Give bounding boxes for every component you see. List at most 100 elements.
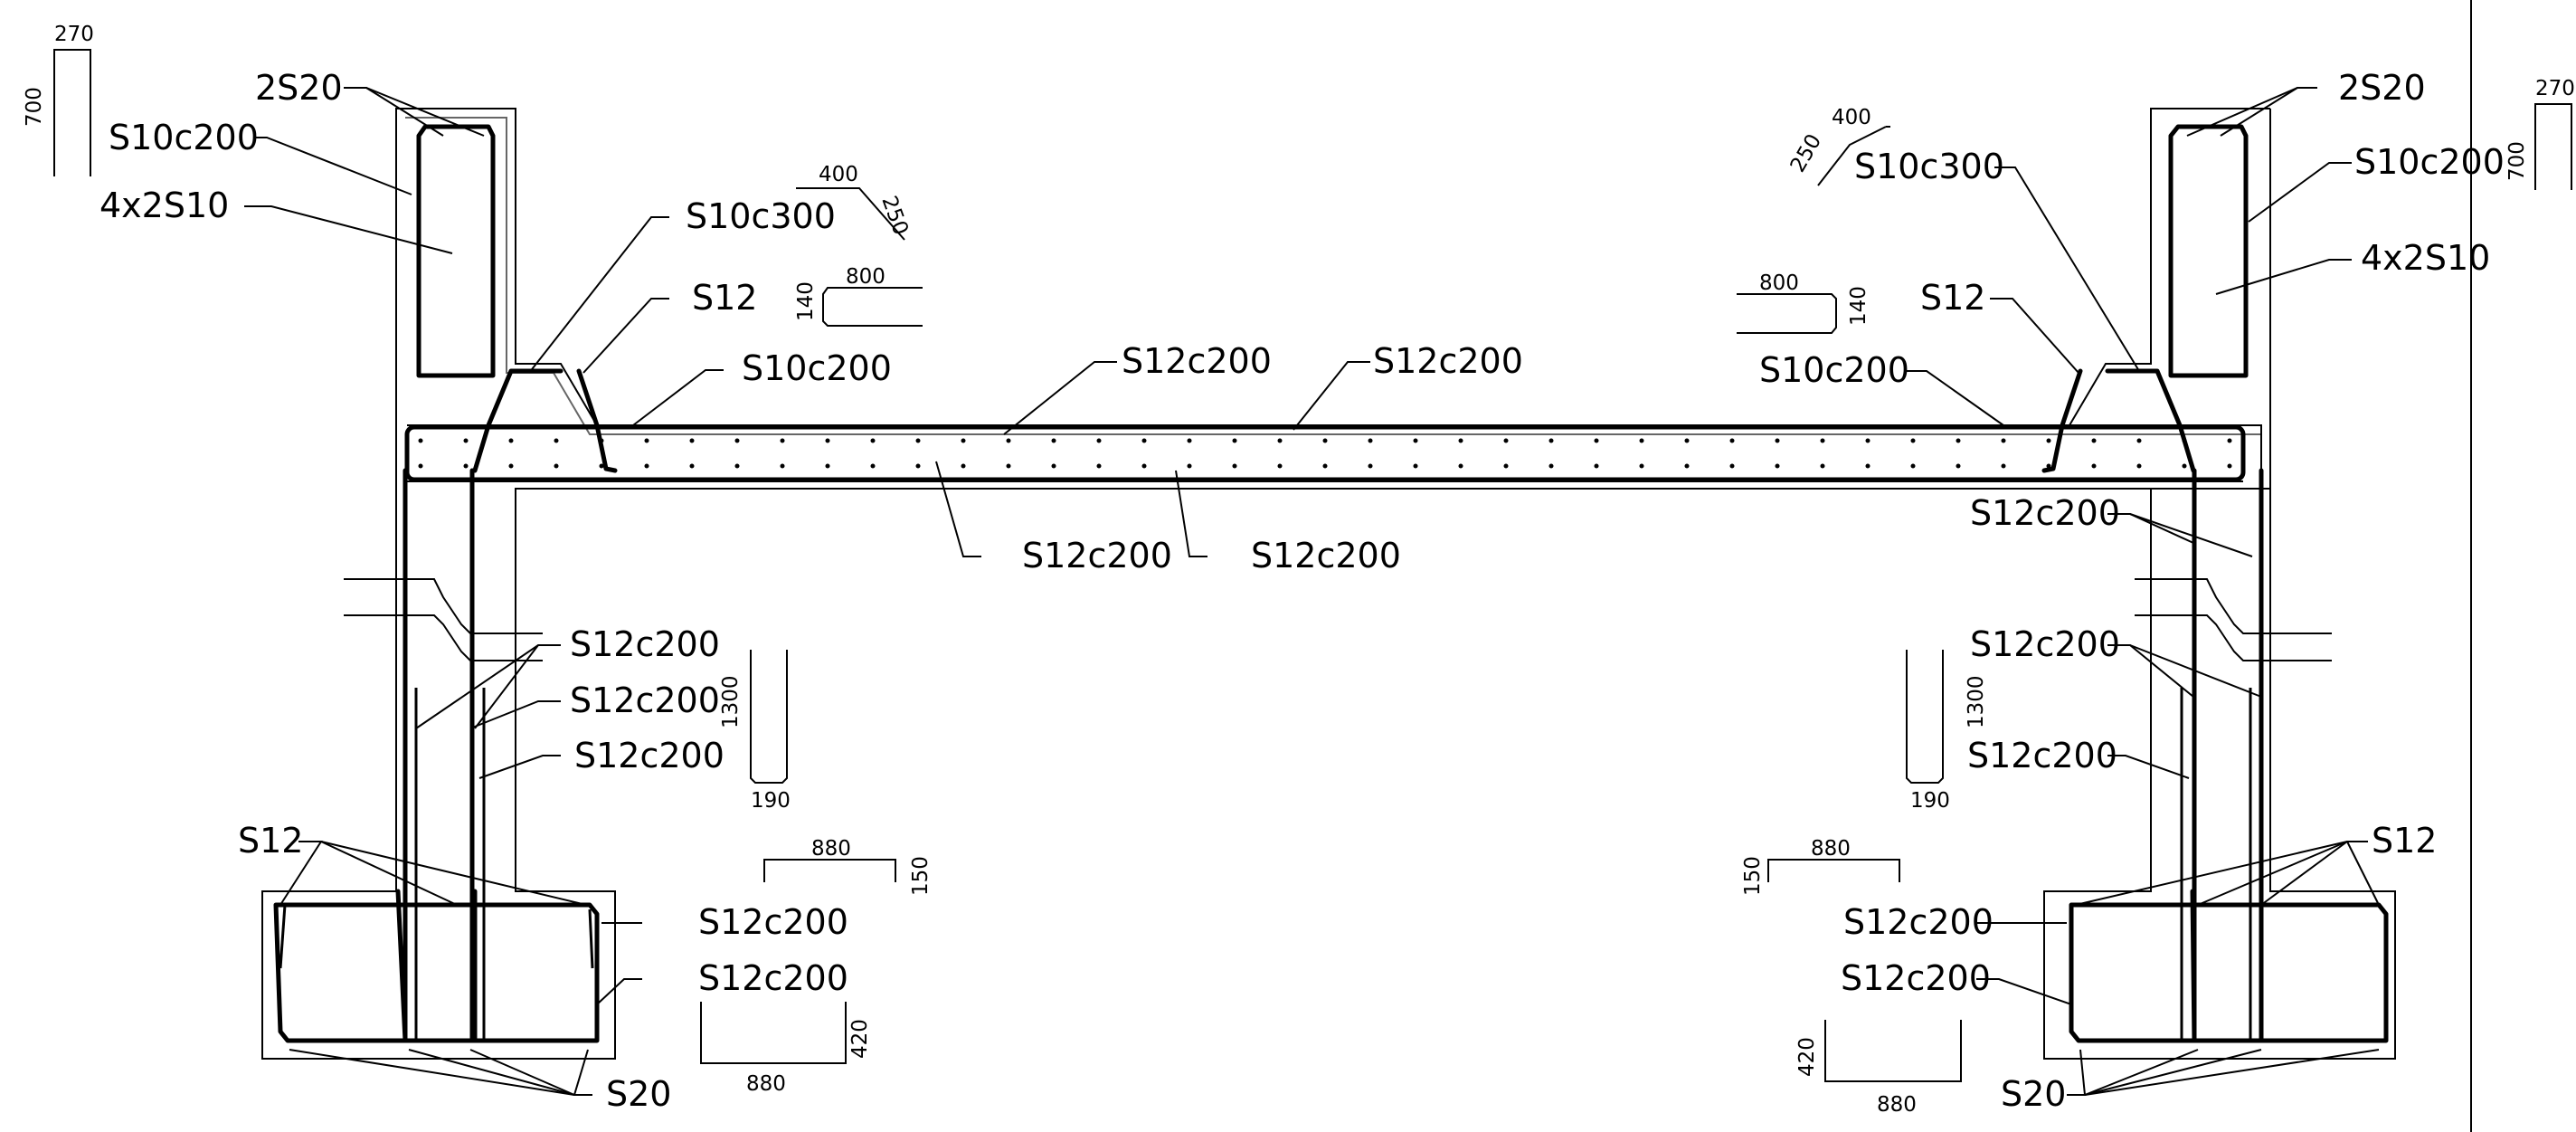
rebar-dot [689,463,695,469]
rebar-dot [2046,438,2051,443]
rebar-dot [1232,438,1237,443]
left-bar-shapes [53,49,923,1064]
rebar-dot [1548,438,1554,443]
label-slab-bot-2: S12c200 [1251,536,1401,576]
rebar-dot [1187,463,1192,469]
rebar-dot [780,438,785,443]
rebar-dot [915,438,921,443]
label-s20-right: S20 [2001,1074,2066,1114]
label-s10c200-top-left: S10c200 [109,118,259,157]
rebar-dot [870,438,876,443]
label-4x2s10-left: 4x2S10 [99,185,229,225]
rebar-dot [2136,438,2142,443]
leaders [244,87,2380,1096]
rebar-dot [1820,463,1825,469]
rebar-dot [599,438,604,443]
rebar-dot [1594,438,1599,443]
dim-left-u-height: 1300 [719,675,743,728]
dim-left-hook-b: 140 [794,281,818,321]
label-footing-2-left: S12c200 [698,958,848,998]
rebar-dot [1322,438,1328,443]
label-wall-top-right: S12c200 [1970,493,2120,533]
rebar-dot [644,463,649,469]
dim-left-bend-b: 250 [876,193,912,238]
rebar-dot [1051,438,1056,443]
label-wall-2-right: S12c200 [1967,736,2117,775]
rebar-dot [1865,463,1870,469]
dim-right-stirrup-height: 700 [2505,141,2529,181]
dimensions: 270 700 400 250 800 140 1300 190 880 150… [23,23,2575,1117]
labels: 2S20 S10c200 4x2S10 S10c300 S12 S10c200 … [99,68,2505,1114]
rebar-dot [1910,463,1916,469]
rebar-dot [2182,463,2187,469]
dim-right-bend-a: 400 [1832,106,1871,129]
rebar-dot [1458,438,1463,443]
label-s10c300-right: S10c300 [1854,147,2004,186]
dim-left-hook-a: 800 [846,265,886,289]
rebar-dot [1639,438,1644,443]
rebar-dot [1684,438,1690,443]
rebar-dot [508,438,514,443]
rebar-dot [418,438,423,443]
rebar-dot [1051,463,1056,469]
rebar-dot [1865,438,1870,443]
rebar-dot [689,438,695,443]
label-slab-top-1: S12c200 [1122,341,1272,381]
label-slab-top-2: S12c200 [1373,341,1523,381]
rebar-dot [2182,438,2187,443]
label-2s20-left: 2S20 [255,68,343,108]
dim-left-foot-bot-b: 420 [848,1019,872,1059]
dim-left-foot-top-b: 150 [909,856,933,896]
dim-left-foot-top-a: 880 [811,837,851,861]
rebar-dot [554,438,559,443]
rebar-dot [1729,438,1735,443]
label-s12-right: S12 [1920,278,1985,318]
rebar-dot [780,463,785,469]
label-footing-1-right: S12c200 [1843,902,1994,942]
label-slab-bot-1: S12c200 [1022,536,1172,576]
rebar-dot [961,463,966,469]
label-footing-2-right: S12c200 [1841,958,1991,998]
label-wall-1-left: S12c200 [570,624,720,664]
rebar-dot [1594,463,1599,469]
label-s12-left: S12 [692,278,757,318]
rebar-dot [1232,463,1237,469]
rebar-dot [644,438,649,443]
dim-right-foot-bot-a: 880 [1877,1093,1917,1117]
rebar-dot [1729,463,1735,469]
rebar-dot [2046,463,2051,469]
right-bar-shapes [1737,103,2572,1082]
rebar-dot [1413,463,1418,469]
label-wall-1-right: S12c200 [1970,624,2120,664]
rebar-dot [1096,463,1102,469]
rebar-dot [1458,463,1463,469]
rebar-dot [1910,438,1916,443]
label-wall-2-left: S12c200 [570,680,720,720]
label-4x2s10-right: 4x2S10 [2361,238,2490,278]
rebar-dot [1548,463,1554,469]
rebar-dot [1503,463,1509,469]
label-s12-footing-right: S12 [2372,821,2437,861]
label-s10c200-slab-left: S10c200 [742,348,892,388]
rebar-dot [418,463,423,469]
rebar-dot [1775,438,1780,443]
rebar-dot [1277,463,1283,469]
rebar-dot [1639,463,1644,469]
rebar-dot [2136,463,2142,469]
dim-right-foot-bot-b: 420 [1795,1037,1819,1077]
rebar-dot [1322,463,1328,469]
label-s10c200-top-right: S10c200 [2354,142,2505,182]
rebar-dot [2227,463,2232,469]
rebar-dot [961,438,966,443]
rebar-dot [1684,463,1690,469]
rebar-dot [1006,463,1011,469]
dim-right-bend-b: 250 [1786,130,1826,176]
rebar-dot [1820,438,1825,443]
rebar-dot [1141,438,1147,443]
rebar-dot [1503,438,1509,443]
rebar-dot [915,463,921,469]
rebar-dot [1413,438,1418,443]
label-wall-3-left: S12c200 [574,736,724,775]
label-2s20-right: 2S20 [2338,68,2426,108]
rebar-dot [554,463,559,469]
